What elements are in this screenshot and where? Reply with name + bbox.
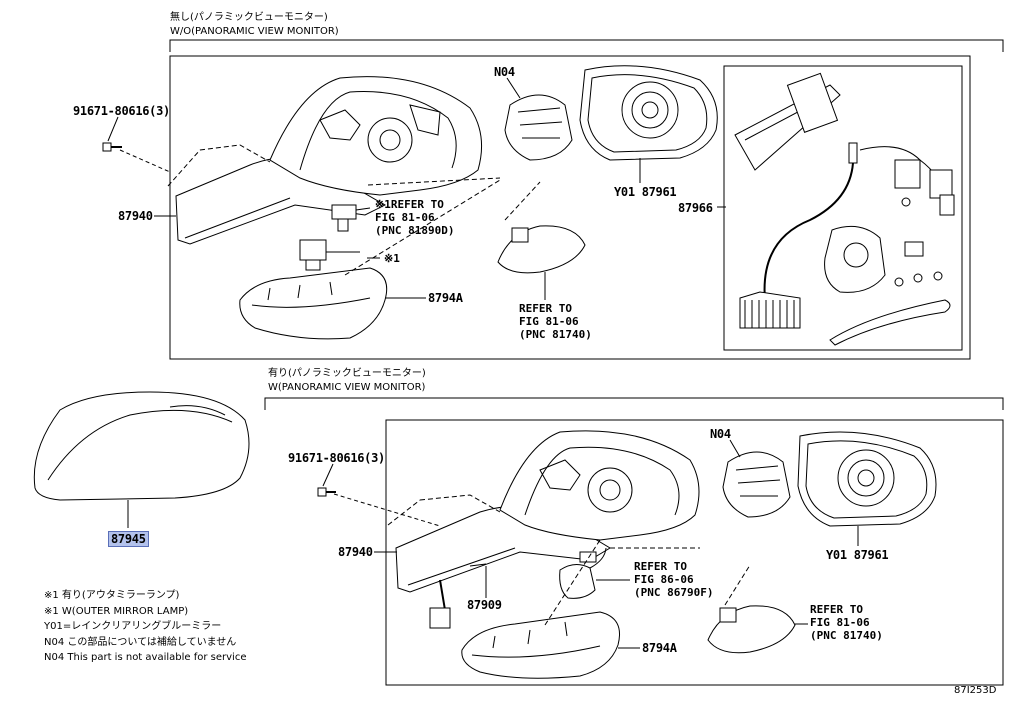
section-bracket-top — [169, 39, 1004, 52]
frame-harness — [723, 65, 963, 351]
mirror-glass-top — [579, 65, 718, 183]
reference-81740-bottom[interactable]: REFER TO FIG 81-06 (PNC 81740) — [810, 603, 883, 642]
part-label-harness[interactable]: 87966 — [678, 201, 713, 215]
part-label-n04-top[interactable]: N04 — [494, 65, 515, 79]
part-label-wire[interactable]: 87909 — [467, 598, 502, 612]
bolt-icon-bottom — [317, 463, 441, 527]
note-line: N04 この部品については補給していません — [44, 636, 237, 648]
part-label-bolt-bottom[interactable]: 91671-80616(3) — [288, 451, 385, 465]
note-line: ※1 W(OUTER MIRROR LAMP) — [44, 605, 189, 617]
camera-module-bottom — [559, 547, 630, 599]
part-label-lamp-top[interactable]: 8794A — [428, 291, 463, 305]
mirror-assembly-bottom — [387, 430, 700, 629]
reference-81890d[interactable]: ※1REFER TO FIG 81-06 (PNC 81890D) — [375, 198, 455, 237]
part-label-y01-bottom[interactable]: Y01 87961 — [826, 548, 889, 562]
section-header-en-with: W(PANORAMIC VIEW MONITOR) — [268, 382, 426, 393]
reference-81740-top[interactable]: REFER TO FIG 81-06 (PNC 81740) — [519, 302, 592, 341]
bolt-icon-top — [102, 116, 171, 173]
part-label-lamp-bottom[interactable]: 8794A — [642, 641, 677, 655]
mirror-assembly-top — [167, 76, 483, 245]
part-label-mirror-top[interactable]: 87940 — [118, 209, 153, 223]
reference-86790f[interactable]: REFER TO FIG 86-06 (PNC 86790F) — [634, 560, 714, 599]
part-label-cover[interactable]: 87945 — [108, 531, 149, 547]
mirror-glass-bottom — [797, 431, 937, 546]
mirror-motor-top — [504, 77, 573, 161]
turn-lamp-top — [239, 267, 388, 340]
lamp-note-mark: ※1 — [384, 252, 400, 265]
section-header-jp-with: 有り(パノラミックビューモニター) — [268, 368, 426, 379]
mirror-cover — [33, 391, 250, 528]
section-bracket-bottom — [264, 397, 1004, 410]
section-header-en-without: W/O(PANORAMIC VIEW MONITOR) — [170, 26, 339, 37]
notes-block: ※1 有り(アウタミラーランプ) ※1 W(OUTER MIRROR LAMP)… — [44, 588, 246, 666]
wire-harness-kit — [734, 72, 955, 346]
figure-id: 87I253D — [954, 685, 997, 696]
frame-top — [169, 55, 971, 360]
note-line: ※1 有り(アウタミラーランプ) — [44, 590, 180, 601]
part-label-y01-top[interactable]: Y01 87961 — [614, 185, 677, 199]
section-header-jp-without: 無し(パノラミックビューモニター) — [170, 12, 328, 23]
note-line: N04 This part is not available for servi… — [44, 652, 247, 663]
part-label-bolt-top[interactable]: 91671-80616(3) — [73, 104, 170, 118]
turn-signal-part-bottom — [707, 605, 808, 654]
part-label-mirror-bottom[interactable]: 87940 — [338, 545, 373, 559]
lamp-connector-top — [299, 239, 360, 271]
turn-signal-part-top — [497, 225, 586, 300]
part-label-n04-bottom[interactable]: N04 — [710, 427, 731, 441]
turn-lamp-bottom — [461, 611, 620, 679]
mirror-motor-bottom — [722, 439, 791, 518]
sensor-clip-top — [331, 204, 371, 232]
note-line: Y01=レインクリアリングブルーミラー — [44, 621, 222, 632]
